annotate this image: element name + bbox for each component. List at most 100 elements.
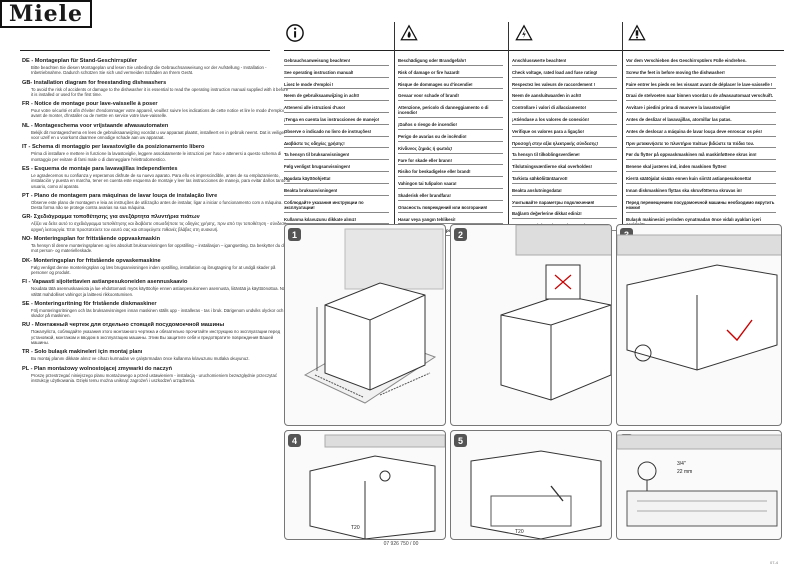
language-title: DK- Monteringsplan for fritstående opvas… (22, 257, 161, 264)
warning-text: Risiko for beskadigelse eller brand! (398, 169, 503, 178)
dishwasher-dimensions-drawing (303, 228, 444, 404)
warning-text: Gevaar voor schade of brand! (398, 93, 503, 102)
language-entry: IT - Schema di montaggio per lavastovigl… (22, 144, 290, 162)
language-description: Αξίζει να δείτε αυτό το σχεδιάγραμμα τοπ… (31, 221, 290, 232)
language-title: FI - Vapaasti sijoitettavien astianpesuk… (22, 279, 188, 286)
language-entry: FI - Vapaasti sijoitettavien astianpesuk… (22, 279, 290, 297)
language-entry: TR - Solo bulaşık makineleri için montaj… (22, 349, 290, 361)
language-title: NL - Montageschema voor vrijstaande afwa… (22, 122, 169, 129)
warning-text: ¡Atiéndase a los valores de conexión! (512, 117, 617, 125)
language-description: Proszę przestrzegać niniejszego planu mo… (31, 372, 278, 383)
dimension-label: 22 mm (677, 469, 693, 475)
warning-column-feet: Vor dem Verschieben des Geschirrspülers … (626, 58, 776, 246)
warning-text: Neem de aansluitwaarden in acht! (512, 93, 617, 102)
warning-text: Ta hensyn til tilkoblingsverdiene! (512, 152, 617, 161)
language-entry: SE - Monteringsritning för fristående di… (22, 301, 290, 319)
warning-text: Innan diskmaskinen flyttas ska skruvfött… (626, 188, 776, 196)
language-title: IT - Schema di montaggio per lavastovigl… (22, 144, 205, 151)
step-1-panel: 1 (284, 224, 446, 426)
step-number: 5 (454, 434, 467, 447)
warning-text: Kullanma kılavuzunu dikkate alınız! (284, 217, 389, 225)
warning-text: Lisez le mode d'emploi ! (284, 82, 389, 90)
warning-text: Risk of damage or fire hazard! (398, 70, 503, 78)
voltage-icon (515, 24, 533, 41)
warning-column-voltage: Anschlusswerte beachten! Check voltage, r… (512, 58, 617, 235)
warning-text: Опасность повреждений или возгорания! (398, 205, 503, 213)
warning-text: ¡Tenga en cuenta las instrucciones de ma… (284, 117, 389, 125)
warning-text: Noudata käyttöohjetta! (284, 176, 389, 184)
warning-text: Draai de stelvoeten naar binnen voordat … (626, 93, 776, 102)
language-description: Bekijk dit montageschema en lees de gebr… (31, 129, 286, 141)
warning-text: Attenersi alle istruzioni d'uso! (284, 105, 389, 113)
warning-text: Перед перемещением посудомоечной машины … (626, 200, 776, 213)
warning-text: Учитывайте параметры подключения! (512, 200, 617, 208)
language-description: Noudata tätä asennuskaaviota ja lue ehdo… (31, 286, 289, 297)
language-title: TR - Solo bulaşık makineleri için montaj… (22, 349, 143, 356)
language-description: Följ monteringsritningen och läs bruksan… (31, 307, 284, 319)
language-description: Pour votre sécurité et afin d'éviter d'e… (31, 108, 284, 119)
language-description: To avoid the risk of accidents or damage… (31, 86, 289, 97)
warning-text: Διαβάστε τις οδηγίες χρήσης! (284, 141, 389, 149)
column-divider (622, 22, 623, 250)
warning-text: Hasar veya yangın tehlikesi! (398, 217, 503, 225)
language-entry: GR- Σχεδιάγραμμα τοποθέτησης για ανεξάρτ… (22, 214, 290, 232)
warning-text: Πριν μετακινήσετε το πλυντήριο πιάτων βι… (626, 141, 776, 149)
step-number: 2 (454, 228, 467, 241)
connection-drawing (500, 225, 611, 401)
language-title: GR- Σχεδιάγραμμα τοποθέτησης για ανεξάρτ… (22, 214, 200, 221)
step-2-panel: 2 (450, 224, 612, 426)
warning-text: See operating instruction manual! (284, 70, 389, 78)
language-entry: NO- Monteringsplan for frittstående oppv… (22, 236, 290, 254)
language-entry: FR - Notice de montage pour lave-vaissel… (22, 101, 290, 119)
warning-text: Προσοχή στην αξία ηλεκτρικής σύνδεσης! (512, 141, 617, 149)
warning-text: Tilslutningsværdierne skal overholdes! (512, 164, 617, 172)
language-title: DE - Montageplan für Stand-Geschirrspüle… (22, 58, 137, 64)
language-title: ES - Esquema de montaje para lavavajilla… (22, 165, 178, 172)
torx-label: T20 (351, 525, 360, 531)
warning-text: Tarkista sähköliitäntäarvot! (512, 176, 617, 184)
step-5-panel: 5 T20 (450, 430, 612, 540)
language-title: RU - Монтажный чертеж для отдельно стоящ… (22, 322, 225, 329)
warning-text: Beakta anslutningsdata! (512, 188, 617, 196)
warning-text: Observe o indicado no livro de instruçõe… (284, 129, 389, 137)
fire-icon (400, 24, 418, 41)
warning-text: Bağlantı değerlerine dikkat ediniz! (512, 211, 617, 220)
warning-text: Neem de gebruiksaanwijzing in acht! (284, 93, 389, 102)
leveling-drawing (617, 234, 781, 371)
screw-drawing (470, 450, 602, 539)
column-divider (394, 22, 395, 250)
warning-text: Risque de dommages ou d'incendie! (398, 82, 503, 90)
warning-text: Attenzione, pericolo di danneggiamento o… (398, 105, 503, 119)
language-description: Bitte beachten Sie diesen Montageplan un… (31, 65, 267, 76)
warning-text: Screw the feet in before moving the dish… (626, 70, 776, 78)
warning-text: Check voltage, rated load and fuse ratin… (512, 70, 617, 78)
torx-label: T20 (515, 529, 524, 535)
warning-text: Anschlusswerte beachten! (512, 58, 617, 66)
warning-text: Avvitare i piedini prima di muovere la l… (626, 105, 776, 113)
language-description: Le agradecemos su confianza y esperamos … (31, 172, 290, 189)
step-number: 4 (288, 434, 301, 447)
document-code: 07 926 750 / 00 (383, 541, 419, 547)
warning-text: Respectez les valeurs de raccordement ! (512, 82, 617, 90)
language-entry: DE - Montageplan für Stand-Geschirrspüle… (22, 58, 290, 76)
warning-text: Perigo de avarias ou de incêndio! (398, 134, 503, 142)
warning-text: Før du flytter på oppvaskmaskinen må mas… (626, 152, 776, 161)
step-6-panel: 6 3/4" 22 mm (616, 430, 782, 540)
warning-text: Skaderisk eller brandfara! (398, 193, 503, 201)
language-description: Bu montaj planını dikkate alınız ve ciha… (31, 356, 250, 362)
warning-column-fire: Beschädigung oder Brandgefahr!Risk of da… (398, 58, 503, 240)
warning-text: Gebrauchsanweisung beachten! (284, 58, 389, 66)
language-title: PL - Plan montażowy wolnostojącej zmywar… (22, 365, 173, 372)
warning-text: Fare for skade eller brann! (398, 158, 503, 166)
language-entry: GB- Installation diagram for freestandin… (22, 80, 290, 98)
language-entry: PL - Plan montażowy wolnostojącej zmywar… (22, 366, 290, 384)
warning-text: Faire entrer les pieds en les vissant av… (626, 82, 776, 90)
language-entry: DK- Monteringsplan for fritstående opvas… (22, 258, 290, 276)
warning-text: Vahingon tai tulipalon vaara! (398, 181, 503, 190)
warning-text: Antes de deslocar a máquina de lavar lou… (626, 129, 776, 137)
header-divider-left (20, 50, 270, 51)
info-icon (286, 24, 304, 42)
language-description: Følg venligst denne monteringsplan og læ… (31, 264, 276, 275)
step-4-panel: 4 T20 (284, 430, 446, 540)
language-description: Prima di installare e mettere in funzion… (31, 151, 282, 162)
